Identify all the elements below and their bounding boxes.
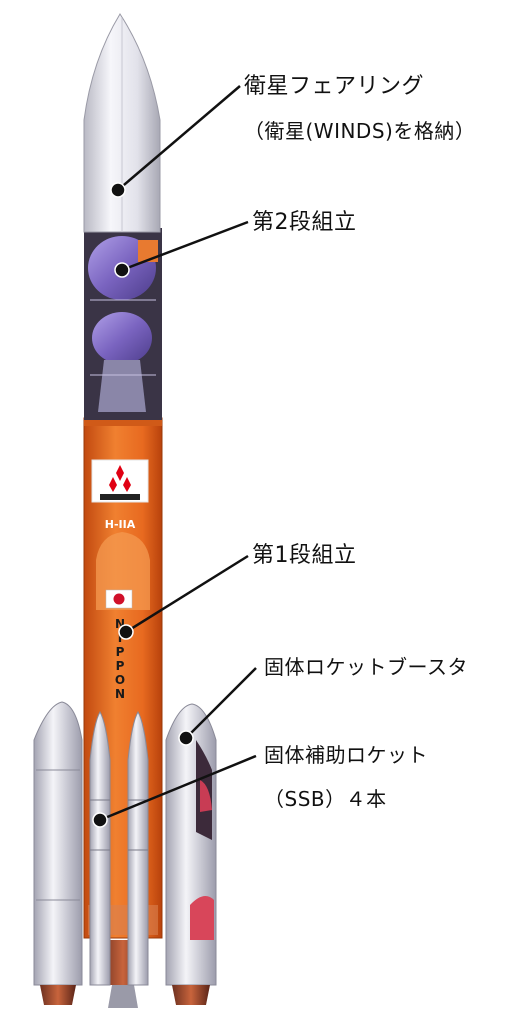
payload-fairing [83, 13, 161, 233]
srb-dot [178, 730, 194, 746]
stage2-leader-line [121, 220, 249, 272]
stage1-label: 第1段組立 [252, 543, 357, 568]
ssb-sublabel: （SSB）４本 [264, 787, 387, 811]
nippon-letter: N [115, 617, 125, 631]
nippon-letter: P [116, 645, 125, 659]
ssb-label: 固体補助ロケット [264, 743, 428, 767]
mitsubishi-logo [91, 459, 149, 503]
stage1-dot [118, 624, 134, 640]
fairing-label: 衛星フェアリング [244, 74, 425, 99]
vehicle-model-marking: H-IIA [105, 518, 136, 531]
ssb-dot [92, 812, 108, 828]
srb-leader-line [185, 667, 257, 739]
nippon-letter: P [116, 659, 125, 673]
japan-flag [105, 589, 133, 609]
nippon-letter: I [118, 631, 122, 645]
leader-dots [92, 182, 194, 828]
fairing-leader-line [117, 85, 241, 191]
ssb-leader-line [99, 754, 257, 822]
stage1-leader-line [125, 554, 249, 634]
nippon-letter: N [115, 687, 125, 701]
fairing-sublabel: （衛星(WINDS)を格納） [244, 119, 476, 143]
second-stage [84, 228, 162, 420]
nippon-letter: O [115, 673, 125, 687]
leader-lines [99, 85, 257, 822]
fairing-dot [110, 182, 126, 198]
stage2-label: 第2段組立 [252, 210, 357, 235]
right-srb [165, 703, 217, 1005]
srb-label: 固体ロケットブースタ [264, 655, 468, 679]
left-srb [33, 701, 83, 1005]
stage2-dot [114, 262, 130, 278]
ssb-boosters [89, 711, 149, 986]
